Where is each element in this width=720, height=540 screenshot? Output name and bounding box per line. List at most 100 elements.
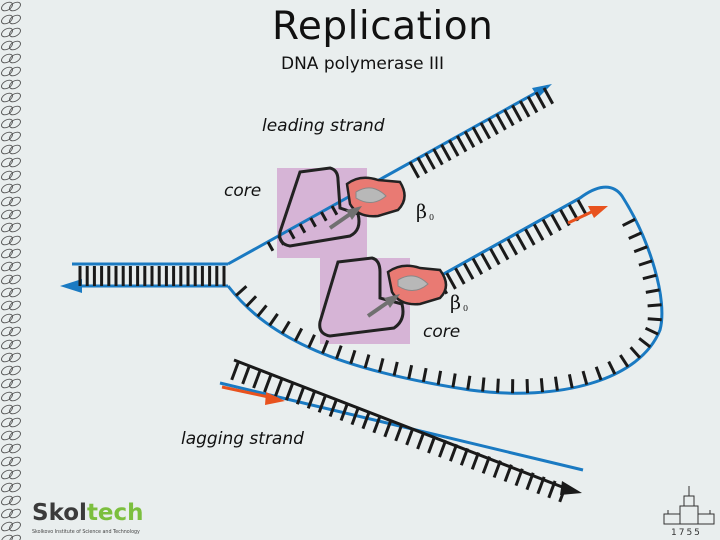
base-pair-rung — [462, 262, 475, 280]
base-pair-rung — [363, 354, 371, 369]
base-pair-rung — [481, 456, 491, 474]
base-pair-rung — [383, 419, 393, 438]
base-pair-rung — [526, 95, 539, 114]
base-pair-rung — [539, 378, 545, 393]
base-pair-rung — [245, 295, 258, 308]
base-pair-rung — [349, 349, 357, 365]
base-pair-rung — [524, 228, 536, 246]
base-pair-rung — [274, 378, 284, 397]
base-pair-rung — [553, 376, 559, 391]
base-pair-rung — [559, 209, 571, 227]
msu-building-icon — [663, 486, 715, 525]
base-pair-rung — [339, 403, 349, 422]
base-pair-rung — [581, 370, 589, 385]
base-pair-rung — [448, 139, 460, 157]
base-pair-rung — [514, 468, 524, 487]
base-pair-rung — [424, 152, 436, 170]
base-pair-rung — [321, 339, 330, 355]
lagging-strand-loop — [226, 185, 664, 395]
base-pair-rung — [416, 156, 428, 175]
base-pair-rung — [567, 374, 574, 389]
base-pair-rung — [645, 288, 660, 294]
base-pair-rung — [421, 367, 428, 383]
base-pair-rung — [234, 285, 248, 297]
base-pair-rung — [280, 320, 291, 335]
base-pair-rung — [519, 100, 531, 118]
base-pair-rung — [647, 317, 662, 322]
rna-primer-lower-arrow — [265, 392, 285, 405]
base-pair-rung — [647, 303, 662, 308]
core-label-bottom: core — [423, 322, 461, 342]
base-pair-rung — [629, 346, 642, 359]
base-pair-rung — [619, 354, 630, 368]
base-pair-rung — [628, 231, 643, 240]
base-pair-rung — [496, 378, 500, 393]
base-pair-rung — [307, 334, 316, 349]
base-pair-rung — [470, 451, 480, 470]
base-pair-rung — [268, 313, 279, 327]
base-pair-rung — [492, 460, 502, 478]
base-pair-rung — [293, 327, 304, 342]
base-pair-rung — [621, 217, 636, 227]
base-pair-rung — [471, 126, 484, 144]
base-pair-rung — [295, 386, 306, 405]
base-pair-rung — [479, 122, 491, 140]
base-pair-rung — [525, 472, 535, 491]
core-label-top: core — [224, 181, 262, 201]
base-pair-rung — [558, 484, 568, 503]
base-pair-rung — [644, 326, 659, 336]
base-pair-rung — [534, 91, 547, 109]
base-pair-rung — [448, 443, 459, 462]
leading-strand-template — [227, 84, 549, 266]
base-pair-rung — [288, 229, 296, 240]
base-pair-rung — [432, 148, 444, 166]
base-pair-rung — [427, 435, 437, 454]
base-pair-rung — [317, 395, 327, 413]
parental-rungs — [78, 266, 226, 286]
base-pair-rung — [335, 345, 343, 360]
page-subtitle: DNA polymerase III — [281, 54, 445, 74]
core-shape-bottom — [318, 256, 405, 338]
base-pair-rung — [408, 161, 421, 179]
base-pair-rung — [515, 233, 527, 251]
base-pair-rung — [495, 113, 507, 131]
base-pair-rung — [638, 259, 653, 267]
base-pair-rung — [436, 370, 443, 385]
lagging-loop-rungs — [234, 217, 662, 394]
base-pair-rung — [471, 257, 484, 275]
base-pair-rung — [320, 211, 328, 222]
base-pair-rung — [503, 109, 515, 127]
base-pair-rung — [392, 361, 399, 376]
base-pair-rung — [256, 304, 268, 318]
base-pair-rung — [330, 205, 339, 216]
base-pair-rung — [487, 117, 499, 135]
base-pair-rung — [541, 218, 554, 236]
base-pair-rung — [407, 364, 414, 380]
base-pair-rung — [607, 360, 617, 375]
base-pair-rung — [459, 447, 470, 466]
skoltech-logo: Skoltech Skolkovo Institute of Science a… — [30, 500, 152, 540]
logo-tagline: Skolkovo Institute of Science and Techno… — [32, 530, 140, 535]
base-pair-rung — [361, 411, 371, 430]
inner-rungs — [436, 199, 589, 295]
rna-primer-upper-arrow — [588, 206, 608, 218]
footer-year: 1755 — [671, 528, 702, 538]
base-pair-rung — [506, 238, 519, 256]
base-pair-rung — [594, 366, 603, 381]
base-pair-rung — [503, 464, 513, 483]
page-title: Replication — [272, 4, 494, 49]
base-pair-rung — [266, 241, 275, 252]
base-pair-rung — [466, 375, 472, 390]
base-pair-rung — [489, 248, 501, 266]
base-pair-rung — [633, 245, 648, 254]
base-pair-rung — [298, 223, 307, 234]
base-pair-rung — [284, 382, 295, 401]
lagging-rungs — [230, 362, 568, 503]
base-pair-rung — [576, 199, 589, 217]
base-pair-rung — [263, 374, 273, 393]
base-pair-rung — [309, 217, 317, 228]
base-pair-rung — [455, 135, 468, 153]
